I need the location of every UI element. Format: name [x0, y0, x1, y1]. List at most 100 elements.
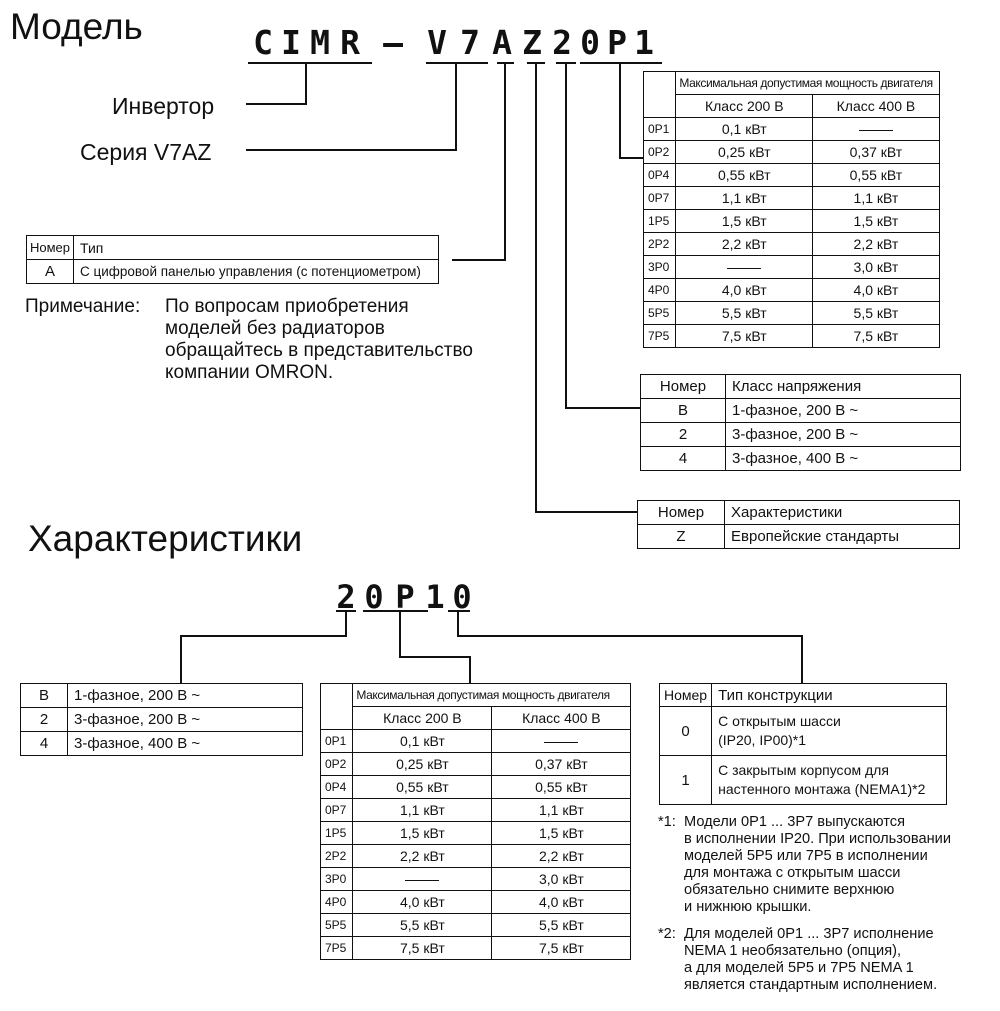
power-value-v400: 5,5 кВт — [812, 301, 940, 325]
code-char: — — [383, 23, 405, 62]
code-char: 7 — [460, 23, 482, 62]
code-char: Z — [522, 23, 544, 62]
power-value-v400: 1,1 кВт — [812, 186, 940, 210]
dash-mark — [405, 879, 440, 881]
power-value-v400: 4,0 кВт — [812, 278, 940, 302]
code-char: 2 — [336, 578, 358, 616]
code-char: M — [310, 23, 332, 62]
construction-header-num: Номер — [658, 683, 713, 707]
power-sub-400: Класс 400 В — [812, 94, 940, 118]
dash-mark — [727, 267, 762, 269]
power-value-v400: 0,55 кВт — [491, 775, 632, 799]
power-value-v200: 4,0 кВт — [675, 278, 814, 302]
voltage-cell-num: 4 — [640, 446, 726, 471]
power-code: 0P1 — [642, 117, 677, 141]
construction-line: настенного монтажа (NEMA1)*2 — [718, 781, 926, 797]
code-char: 0 — [580, 23, 602, 62]
footnote-2: Для моделей 0P1 ... 3P7 исполнение NEMA … — [684, 926, 937, 994]
construction-line: (IP20, IP00)*1 — [718, 732, 807, 748]
voltage-cell-num: 2 — [640, 422, 726, 447]
power-corner — [642, 71, 677, 118]
voltage-cell-class: 3-фазное, 200 В ~ — [725, 422, 961, 447]
footnote-line: в исполнении IP20. При использовании — [684, 831, 951, 847]
footnote-2-mark: *2: — [658, 926, 676, 942]
type-header-type: Тип — [73, 235, 440, 260]
specs-title: Характеристики — [28, 518, 303, 559]
code-char: 1 — [425, 578, 447, 616]
footnote-line: и нижнюю крышки. — [684, 899, 812, 915]
construction-header-type: Тип конструкции — [711, 683, 948, 707]
code-char: C — [253, 23, 275, 62]
power-value-v200: 1,5 кВт — [352, 821, 493, 845]
specs-voltage-num: 2 — [20, 707, 68, 732]
power-value-v400: 3,0 кВт — [812, 255, 940, 279]
power-value-v400: 1,5 кВт — [812, 209, 940, 233]
specs-voltage-desc: 3-фазное, 200 В ~ — [67, 707, 303, 732]
footnote-line: Для моделей 0P1 ... 3P7 исполнение — [684, 926, 934, 942]
power-code: 0P7 — [319, 798, 354, 822]
power-empty-v200 — [675, 255, 814, 279]
power-sub-200: Класс 200 В — [675, 94, 814, 118]
construction-desc: С закрытым корпусом для настенного монта… — [711, 755, 948, 805]
power-value-v200: 1,1 кВт — [352, 798, 493, 822]
construction-line: С закрытым корпусом для — [718, 762, 889, 778]
power-code: 0P4 — [319, 775, 354, 799]
power-value-v200: 0,25 кВт — [352, 752, 493, 776]
power-code: 0P2 — [319, 752, 354, 776]
power-code: 4P0 — [642, 278, 677, 302]
specs-voltage-desc: 3-фазное, 400 В ~ — [67, 731, 303, 756]
note-line: По вопросам приобретения — [165, 296, 409, 317]
power-value-v200: 1,5 кВт — [675, 209, 814, 233]
footnote-line: Модели 0P1 ... 3P7 выпускаются — [684, 814, 905, 830]
power-value-v200: 7,5 кВт — [352, 936, 493, 960]
power-value-v400: 2,2 кВт — [812, 232, 940, 256]
code-char: V — [427, 23, 449, 62]
char-cell-desc: Европейские стандарты — [724, 524, 960, 549]
char-cell-num: Z — [637, 524, 725, 549]
power-value-v400: 1,5 кВт — [491, 821, 632, 845]
power-code: 0P7 — [642, 186, 677, 210]
power-value-v200: 2,2 кВт — [352, 844, 493, 868]
power-value-v400: 2,2 кВт — [491, 844, 632, 868]
power-value-v400: 7,5 кВт — [812, 324, 940, 348]
power-code: 3P0 — [319, 867, 354, 891]
power-value-v400: 0,37 кВт — [491, 752, 632, 776]
specs-voltage-desc: 1-фазное, 200 В ~ — [67, 683, 303, 708]
inverter-label: Инвертор — [112, 93, 215, 119]
voltage-header-num: Номер — [640, 374, 726, 399]
code-char: R — [340, 23, 362, 62]
note-label: Примечание: — [25, 296, 141, 317]
type-header-num: Номер — [25, 235, 75, 260]
power-header: Максимальная допустимая мощность двигате… — [352, 683, 632, 707]
series-label: Серия V7AZ — [80, 139, 212, 165]
power-value-v400: 0,55 кВт — [812, 163, 940, 187]
power-corner — [319, 683, 354, 730]
type-cell-num: A — [25, 259, 75, 284]
power-code: 5P5 — [642, 301, 677, 325]
char-table: Номер Характеристики Z Европейские станд… — [637, 500, 960, 549]
code-char: 2 — [552, 23, 574, 62]
power-code: 1P5 — [642, 209, 677, 233]
construction-num: 0 — [658, 706, 713, 756]
power-value-v400: 4,0 кВт — [491, 890, 632, 914]
note-line: обращайтесь в представительство — [165, 340, 473, 361]
power-code: 1P5 — [319, 821, 354, 845]
power-empty-v200 — [352, 867, 493, 891]
footnote-line: а для моделей 5P5 и 7P5 NEMA 1 — [684, 960, 914, 976]
power-code: 2P2 — [319, 844, 354, 868]
power-value-v400: 0,37 кВт — [812, 140, 940, 164]
